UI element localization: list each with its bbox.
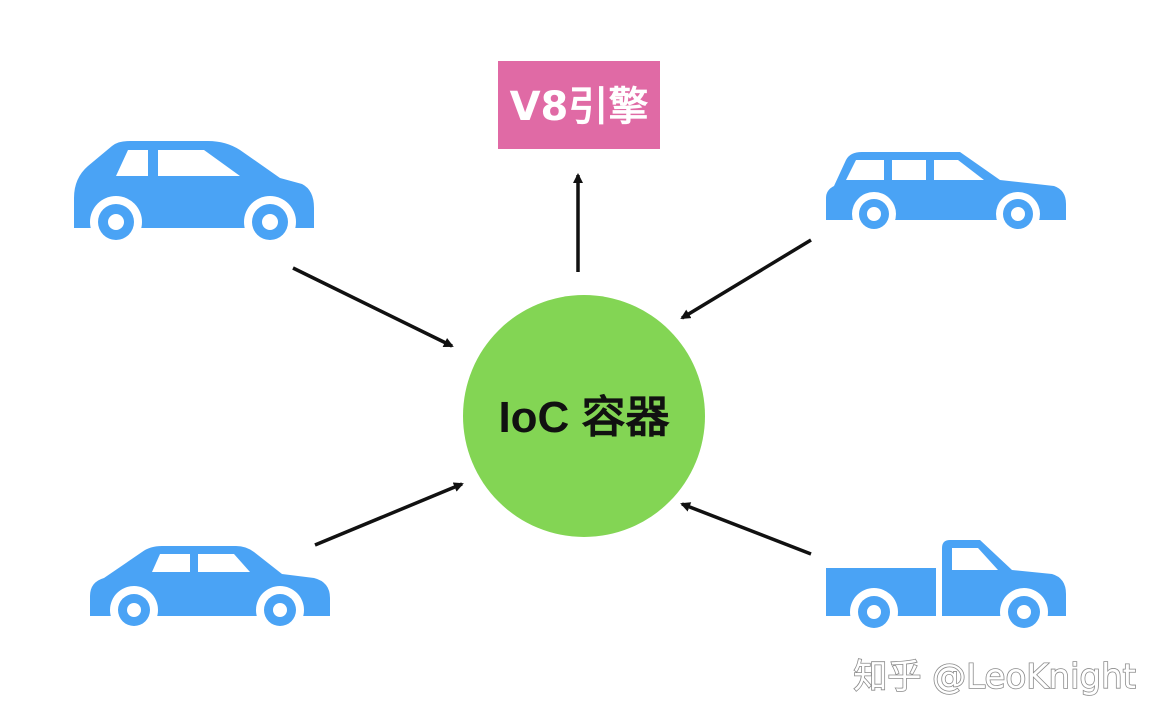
container-label: IoC 容器: [498, 393, 670, 442]
arrow-sedan-to-container: [314, 482, 464, 547]
suv-car-icon: [74, 141, 314, 248]
arrow-wagon-to-container: [680, 238, 812, 320]
engine-label: V8引擎: [510, 84, 649, 130]
container-circle: [463, 295, 705, 537]
arrows: [292, 173, 812, 556]
pickup-truck-icon: [826, 540, 1066, 636]
arrow-pickup-to-container: [680, 502, 812, 556]
sedan-car-icon: [90, 546, 330, 634]
arrow-suv-to-container: [292, 266, 454, 348]
station-wagon-car-icon: [826, 152, 1066, 236]
ioc-container-node: IoC 容器: [463, 295, 705, 537]
engine-box: [498, 61, 660, 149]
watermark: 知乎 @LeoKnight: [853, 657, 1136, 697]
v8-engine-node: V8引擎: [498, 61, 660, 149]
